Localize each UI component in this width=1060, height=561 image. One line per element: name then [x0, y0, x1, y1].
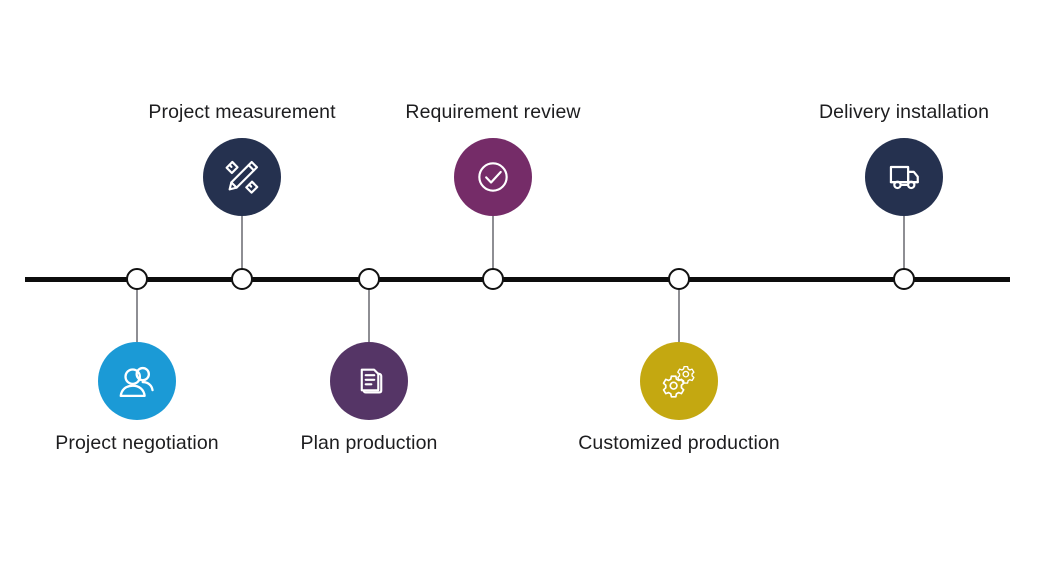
- pencil-ruler-icon: [219, 154, 265, 200]
- timeline-rail: [25, 276, 1010, 282]
- check-circle-icon: [470, 154, 516, 200]
- timeline-step-label-3: Plan production: [300, 432, 438, 454]
- timeline-marker-3[interactable]: [358, 268, 380, 290]
- connector-stem: [136, 279, 138, 342]
- timeline-marker-1[interactable]: [126, 268, 148, 290]
- timeline-node-circle-3[interactable]: [330, 342, 408, 420]
- timeline-marker-6[interactable]: [893, 268, 915, 290]
- timeline-node-circle-5[interactable]: [640, 342, 718, 420]
- timeline-step-label-1: Project negotiation: [55, 432, 219, 454]
- timeline-marker-5[interactable]: [668, 268, 690, 290]
- connector-stem: [678, 279, 680, 342]
- timeline-node-circle-1[interactable]: [98, 342, 176, 420]
- timeline-step-label-4: Requirement review: [405, 101, 581, 123]
- people-group-icon: [114, 358, 160, 404]
- connector-stem: [368, 279, 370, 342]
- documents-stack-icon: [347, 359, 391, 403]
- timeline-marker-4[interactable]: [482, 268, 504, 290]
- connector-stem: [903, 216, 905, 279]
- timeline-node-circle-6[interactable]: [865, 138, 943, 216]
- timeline-node-circle-4[interactable]: [454, 138, 532, 216]
- connector-stem: [241, 216, 243, 279]
- timeline-marker-2[interactable]: [231, 268, 253, 290]
- timeline-step-label-2: Project measurement: [148, 101, 336, 123]
- timeline-step-label-6: Delivery installation: [818, 101, 990, 123]
- connector-stem: [492, 216, 494, 279]
- timeline-node-circle-2[interactable]: [203, 138, 281, 216]
- gears-icon: [656, 358, 702, 404]
- delivery-truck-icon: [882, 155, 926, 199]
- timeline-step-label-5: Customized production: [578, 432, 780, 454]
